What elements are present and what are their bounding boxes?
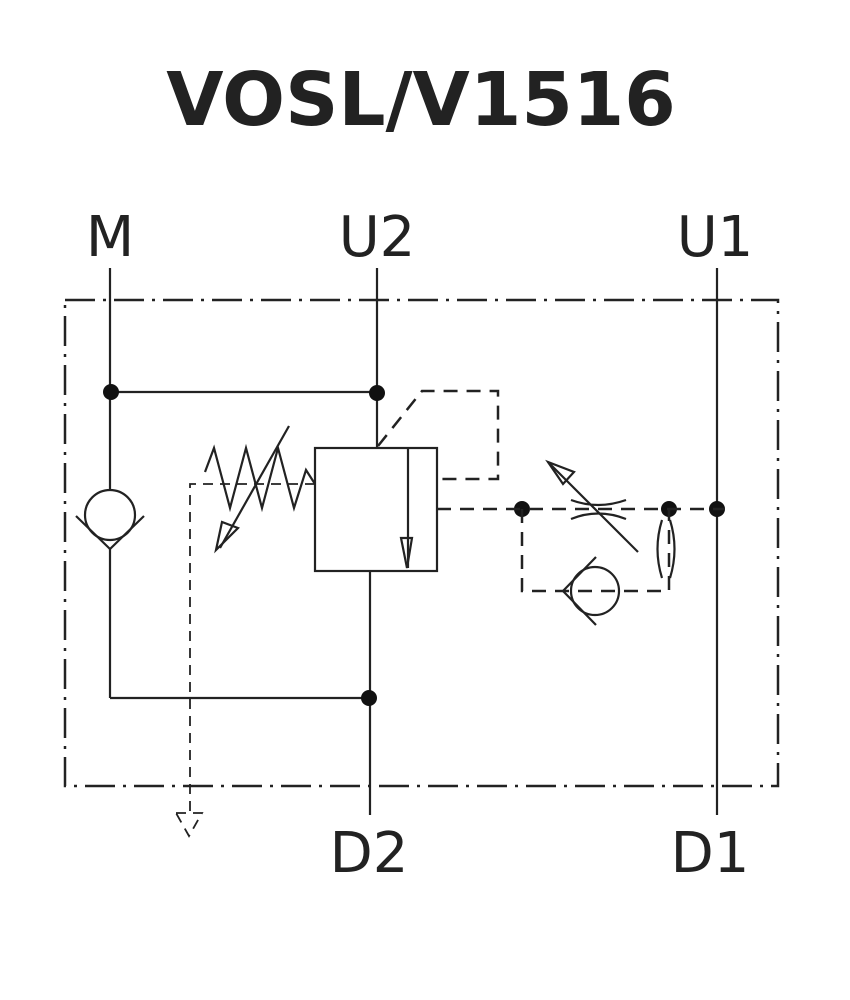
junction-node [369, 385, 385, 401]
port-label-m: M [86, 205, 134, 270]
port-label-d2: D2 [330, 821, 409, 886]
port-label-u1: U1 [677, 205, 754, 270]
fixed-orifice [656, 519, 676, 579]
pilot-bypass [520, 509, 671, 593]
junction-node [361, 690, 377, 706]
check-valve-left [75, 488, 145, 551]
pilot-line-top [377, 389, 500, 481]
adjustable-spring [203, 425, 316, 554]
sequence-valve [313, 446, 439, 573]
drain-tank-icon [174, 812, 204, 838]
check-valve-bypass [561, 556, 621, 626]
page-title: VOSL/V1516 [166, 57, 676, 143]
adjustable-throttle [545, 459, 639, 553]
pilot-lines [377, 389, 725, 593]
port-label-u2: U2 [339, 205, 416, 270]
junction-node [103, 384, 119, 400]
valve-enclosure [63, 298, 780, 788]
port-label-d1: D1 [671, 821, 750, 886]
drain-line [174, 483, 315, 838]
